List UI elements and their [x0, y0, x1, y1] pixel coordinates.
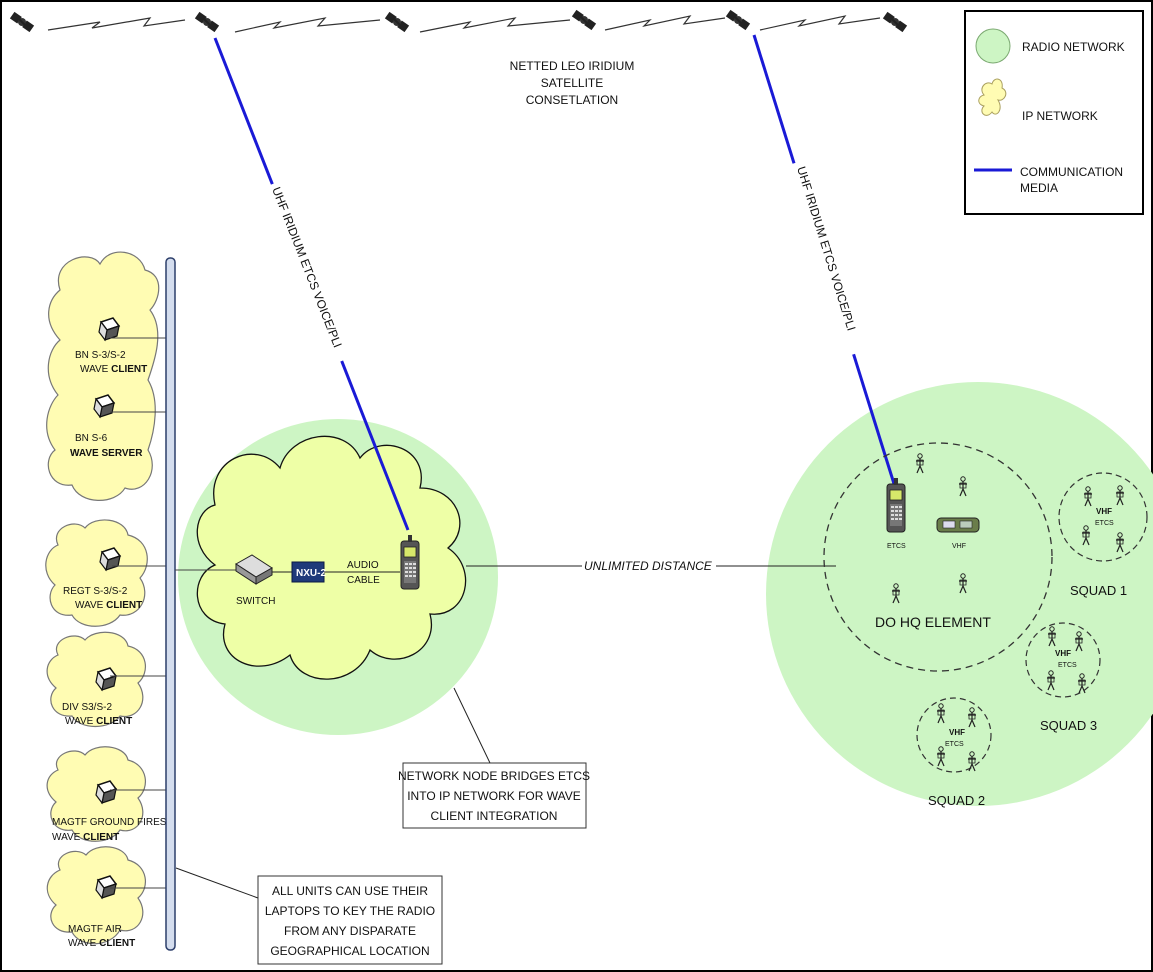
bn-s6-label-1: BN S-6 — [75, 433, 108, 444]
laptop-callout-line4: GEOGRAPHICAL LOCATION — [270, 944, 429, 958]
laptop-callout-line2: LAPTOPS TO KEY THE RADIO — [265, 904, 435, 918]
constellation-label-1: NETTED LEO IRIDIUM — [510, 59, 635, 73]
squad3-vhf: VHF — [1055, 649, 1071, 658]
hq-vhf-label: VHF — [952, 543, 966, 550]
bn-s6-label-2: WAVE SERVER — [70, 448, 143, 459]
ground-label-1: MAGTF GROUND FIRES — [52, 817, 167, 828]
constellation-label-2: SATELLITE — [541, 76, 603, 90]
laptop-callout-line1: ALL UNITS CAN USE THEIR — [272, 884, 428, 898]
air-label-2: WAVE CLIENT — [68, 938, 135, 949]
bn-s3-label-1: BN S-3/S-2 — [75, 350, 126, 361]
network-bus — [166, 258, 175, 950]
hq-element-label: DO HQ ELEMENT — [875, 614, 991, 630]
div-label-1: DIV S3/S-2 — [62, 702, 112, 713]
squad2-label: SQUAD 2 — [928, 793, 985, 808]
regt-label-2: WAVE CLIENT — [75, 600, 142, 611]
bn-cloud — [47, 252, 159, 500]
ground-label-2: WAVE CLIENT — [52, 832, 119, 843]
squad3-etcs: ETCS — [1058, 662, 1077, 669]
audio-label-2: CABLE — [347, 575, 380, 586]
laptop-icon — [96, 668, 116, 690]
hq-etcs-label: ETCS — [887, 543, 906, 550]
etcs-handset-icon — [401, 535, 419, 589]
squad2-vhf: VHF — [949, 728, 965, 737]
div-label-2: WAVE CLIENT — [65, 716, 132, 727]
squad1-etcs: ETCS — [1095, 520, 1114, 527]
constellation-label-3: CONSETLATION — [526, 93, 618, 107]
regt-label-1: REGT S-3/S-2 — [63, 586, 128, 597]
switch-label: SWITCH — [236, 596, 275, 607]
distance-label: UNLIMITED DISTANCE — [584, 559, 713, 573]
laptop-icon — [96, 876, 116, 898]
laptop-icon — [100, 548, 120, 570]
laptop-icon — [94, 395, 114, 417]
nxu-label: NXU-2 — [296, 568, 326, 579]
squad1-label: SQUAD 1 — [1070, 583, 1127, 598]
node-callout-line2: INTO IP NETWORK FOR WAVE — [407, 789, 581, 803]
laptop-icon — [99, 318, 119, 340]
squad3-label: SQUAD 3 — [1040, 718, 1097, 733]
audio-label-1: AUDIO — [347, 560, 379, 571]
bn-s3-label-2: WAVE CLIENT — [80, 364, 147, 375]
squad1-vhf: VHF — [1096, 507, 1112, 516]
legend-comm-label-2: MEDIA — [1020, 181, 1058, 195]
legend-radio-label: RADIO NETWORK — [1022, 40, 1125, 54]
squad2-etcs: ETCS — [945, 741, 964, 748]
laptop-icon — [96, 781, 116, 803]
legend-box: RADIO NETWORK IP NETWORK COMMUNICATION M… — [965, 11, 1143, 214]
legend-ip-label: IP NETWORK — [1022, 109, 1098, 123]
hq-vhf-icon — [937, 518, 979, 532]
laptop-callout-line3: FROM ANY DISPARATE — [284, 924, 416, 938]
node-callout-line1: NETWORK NODE BRIDGES ETCS — [398, 769, 590, 783]
legend-comm-label-1: COMMUNICATION — [1020, 165, 1123, 179]
node-callout-line3: CLIENT INTEGRATION — [431, 809, 558, 823]
hq-etcs-icon — [887, 478, 905, 532]
air-label-1: MAGTF AIR — [68, 924, 122, 935]
radio-network-swatch — [976, 29, 1010, 63]
